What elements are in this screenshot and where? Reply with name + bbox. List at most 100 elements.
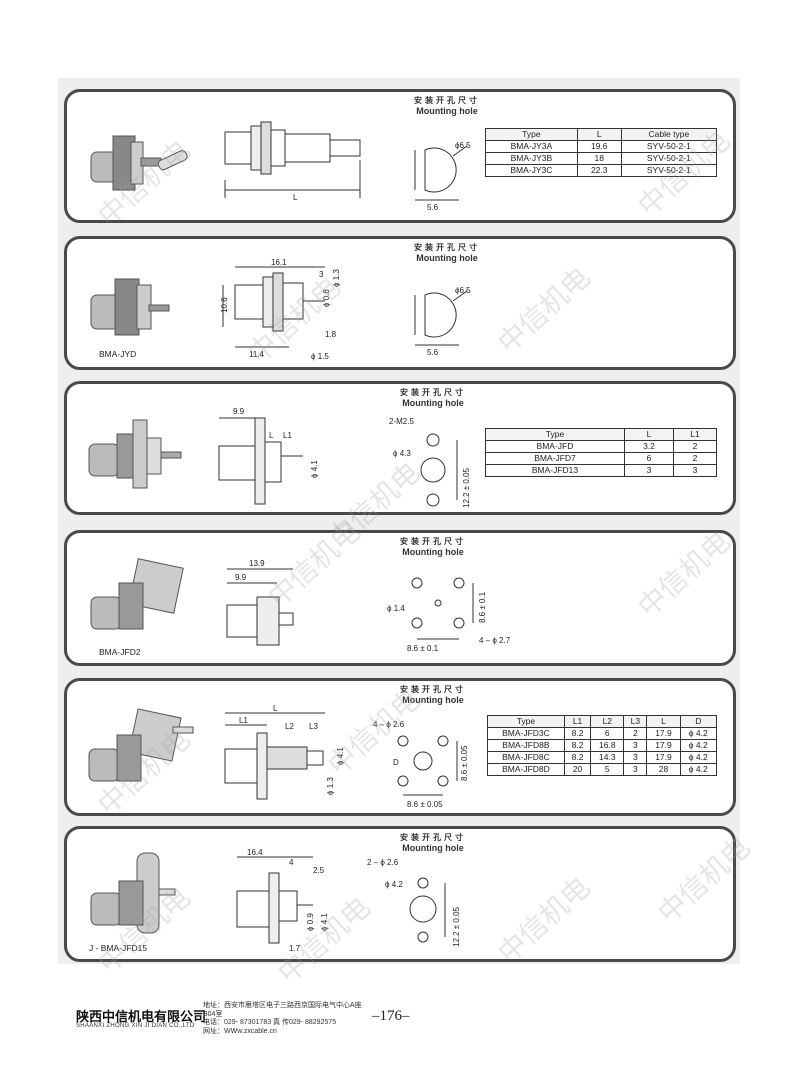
company-name-en: SHAANXI ZHONG XIN JI DIAN CO.,LTD <box>76 1023 195 1029</box>
dim-h: ϕ 1.5 <box>311 352 329 361</box>
contact-info: 地址：西安市雁塔区电子三路西京国际电气中心A座B04室 电话：029- 8730… <box>203 1002 363 1036</box>
dim-f: 1.7 <box>289 944 301 953</box>
mounting-hole-drawing: ϕ 1.4 8.6 ± 0.1 8.6 ± 0.1 4 – ϕ 2.7 <box>387 577 511 653</box>
dim-phi: ϕ6.5 <box>455 286 471 295</box>
catalog-sheet <box>58 78 740 964</box>
phone: 电话：029- 87301783 真 传029- 88292575 <box>203 1019 337 1026</box>
product-label: J - BMA-JFD15 <box>89 943 148 953</box>
side-view-drawing: 16.1 10.6 11.4 3 ϕ 1.3 ϕ 0.8 1.8 ϕ 1.5 <box>220 258 341 361</box>
dim-d: 8.6 ± 0.1 <box>478 591 487 623</box>
dim-a: 16.1 <box>271 258 287 267</box>
dim-c: 2.5 <box>313 866 325 875</box>
dim-b: 9.9 <box>235 573 247 582</box>
watermark: 中信机电 <box>491 260 597 360</box>
dim-g: 12.2 ± 0.05 <box>462 467 471 508</box>
side-view-drawing: L <box>224 121 361 202</box>
dim-a: L <box>273 704 278 713</box>
product-label: BMA-JYD <box>99 349 137 359</box>
dim-f: ϕ 0.8 <box>322 289 331 307</box>
product-photo <box>90 278 170 336</box>
side-view-drawing: 9.9 L L1 ϕ 4.1 <box>218 407 319 505</box>
col-type: Type <box>487 715 565 728</box>
dim-e: ϕ 1.3 <box>332 269 341 287</box>
watermark: 中信机电 <box>651 830 757 930</box>
product-photo <box>88 419 182 489</box>
col-l: L <box>623 428 675 441</box>
dim-d: ϕ 4.1 <box>310 460 319 478</box>
col-l1: L1 <box>673 428 717 441</box>
page-number: –176– <box>372 1008 410 1024</box>
product-label: BMA-JFD2 <box>99 647 141 657</box>
dim-f: ϕ 4.3 <box>393 449 411 458</box>
dim-j: 8.6 ± 0.05 <box>407 800 443 809</box>
dim-b: L <box>269 431 274 440</box>
dim-i: 12.2 ± 0.05 <box>452 906 461 947</box>
address: 地址：西安市雁塔区电子三路西京国际电气中心A座B04室 <box>203 1002 362 1018</box>
dim-d: L3 <box>309 722 318 731</box>
dim-L: L <box>293 193 298 202</box>
company-name-cn: 陕西中信机电有限公司 <box>76 1010 207 1025</box>
dim-e: 8.6 ± 0.1 <box>407 644 439 653</box>
col-l: L <box>646 715 681 728</box>
col-l: L <box>576 128 622 141</box>
col-l3: L3 <box>623 715 648 728</box>
dim-b: 10.6 <box>220 297 229 313</box>
dim-a: 13.9 <box>249 559 265 568</box>
col-d: D <box>679 715 718 728</box>
col-type: Type <box>485 128 578 141</box>
mounting-hole-drawing: 2-M2.5 ϕ 4.3 12.2 ± 0.05 <box>389 417 471 508</box>
mounting-hole-drawing: 4 – ϕ 2.6 D 8.6 ± 0.05 8.6 ± 0.05 <box>373 720 469 809</box>
dim-phi: ϕ6.5 <box>455 141 471 150</box>
product-photo <box>90 852 176 934</box>
dim-f: ϕ 1.3 <box>326 777 335 795</box>
dim-w: 5.6 <box>427 348 439 357</box>
page-footer: 陕西中信机电有限公司 SHAANXI ZHONG XIN JI DIAN CO.… <box>0 1000 794 1040</box>
dim-g: 1.8 <box>325 330 337 339</box>
dim-w: 5.6 <box>427 203 439 212</box>
dim-c: L2 <box>285 722 294 731</box>
product-photo <box>88 708 194 782</box>
col-cable: Cable type <box>620 128 718 141</box>
dim-g: 2 – ϕ 2.6 <box>367 858 399 867</box>
dim-g: 4 – ϕ 2.6 <box>373 720 405 729</box>
dim-c: 11.4 <box>249 350 265 359</box>
product-photo <box>90 558 184 630</box>
col-l2: L2 <box>590 715 625 728</box>
dim-b: L1 <box>239 716 248 725</box>
dim-f: 4 – ϕ 2.7 <box>479 636 511 645</box>
dim-c: ϕ 1.4 <box>387 604 405 613</box>
dim-a: 9.9 <box>233 407 245 416</box>
dim-e: ϕ 4.1 <box>336 747 345 765</box>
mounting-hole-drawing: ϕ6.5 5.6 <box>414 141 471 212</box>
mounting-hole-drawing: 2 – ϕ 2.6 ϕ 4.2 12.2 ± 0.05 <box>367 858 461 947</box>
dim-d: 3 <box>319 270 324 279</box>
side-view-drawing: 16.4 4 2.5 ϕ 0.9 ϕ 4.1 1.7 <box>236 848 329 953</box>
dim-e: 2-M2.5 <box>389 417 414 426</box>
dim-h: D <box>393 758 399 767</box>
dim-c: L1 <box>283 431 292 440</box>
watermark: 中信机电 <box>631 524 737 624</box>
dim-i: 8.6 ± 0.05 <box>460 745 469 781</box>
col-l1: L1 <box>563 715 592 728</box>
dim-e: ϕ 4.1 <box>320 913 329 931</box>
